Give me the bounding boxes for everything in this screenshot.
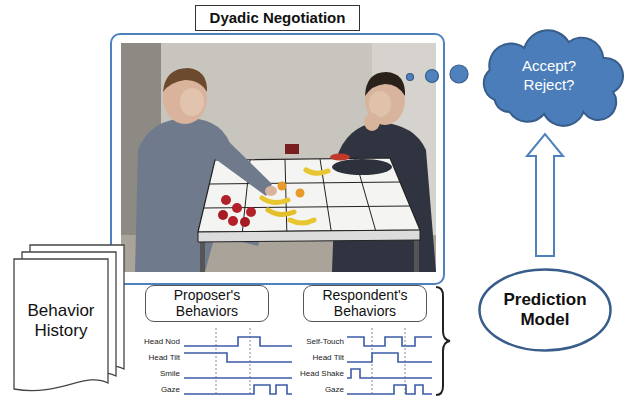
negotiation-photo <box>121 43 436 272</box>
right-person <box>365 72 405 96</box>
fruits <box>228 216 238 226</box>
box-text: Respondent's Behaviors <box>310 288 420 319</box>
timing-charts <box>347 385 432 394</box>
timing-charts <box>184 353 292 362</box>
table <box>198 230 420 242</box>
timing-charts <box>184 328 432 396</box>
document-page <box>14 259 108 391</box>
fruits <box>218 144 350 227</box>
panel-title: Dyadic Negotiation <box>195 5 361 31</box>
thought-bubbles <box>407 65 469 83</box>
photo-frame: Dyadic Negotiation <box>110 33 445 285</box>
thought-bubbles <box>450 65 468 83</box>
label-box: Proposer's Behaviors <box>145 285 269 322</box>
timing-charts <box>347 337 432 346</box>
row-label: Self-Touch <box>296 337 344 347</box>
fruits <box>306 170 328 173</box>
timing-charts <box>184 377 292 379</box>
row-label: Head Tilt <box>148 353 180 362</box>
document-shape <box>14 245 126 395</box>
negotiation-photo <box>121 43 436 272</box>
arms <box>214 135 272 196</box>
table <box>198 158 420 272</box>
table <box>414 240 419 272</box>
prediction-ellipse: Prediction Model <box>478 268 612 352</box>
arms <box>214 135 392 196</box>
fruits <box>330 154 350 161</box>
timing-charts <box>347 353 432 362</box>
row-label: Head Shake <box>300 369 344 378</box>
timing-charts <box>184 337 292 346</box>
fruits <box>240 217 250 227</box>
thought-bubbles <box>407 74 414 81</box>
fruits <box>262 198 288 203</box>
left-person <box>163 68 207 92</box>
label-box: Respondent's Behaviors <box>303 285 427 322</box>
table <box>200 242 205 272</box>
row-label: Smile <box>160 369 180 378</box>
thought-cloud: Accept? Reject? <box>470 30 628 122</box>
row-label: Head Nod <box>132 337 180 347</box>
row-label: Head Tilt <box>132 353 180 363</box>
arms <box>332 159 392 175</box>
fruits <box>290 220 314 223</box>
row-label: Gaze <box>296 385 344 395</box>
fruits <box>285 144 299 154</box>
row-label: Head Nod <box>144 337 180 346</box>
timing-charts <box>184 337 432 394</box>
cloud-text: Accept? Reject? <box>513 57 585 95</box>
box-text: Proposer's Behaviors <box>152 288 262 319</box>
left-person <box>180 88 204 116</box>
fruits <box>268 210 294 215</box>
fruits <box>296 189 305 198</box>
fruits <box>278 182 287 191</box>
row-label: Smile <box>132 369 180 379</box>
table <box>285 159 287 231</box>
ellipse-text: Prediction Model <box>495 290 595 329</box>
document-text: Behavior History <box>21 301 101 342</box>
timing-charts <box>184 385 292 394</box>
right-person <box>364 113 380 131</box>
table <box>209 182 400 184</box>
fruits <box>246 207 256 217</box>
right-person <box>332 72 436 272</box>
timing-charts <box>216 328 217 396</box>
arms <box>265 186 277 196</box>
row-label: Gaze <box>132 385 180 395</box>
row-label: Self-Touch <box>306 337 344 346</box>
row-label: Gaze <box>161 385 180 394</box>
document-stack: Behavior History <box>14 245 126 395</box>
curly-brace <box>436 287 450 395</box>
ellipse-shape <box>480 270 611 351</box>
cloud-shape <box>484 30 623 126</box>
row-label: Head Tilt <box>296 353 344 363</box>
fruits <box>232 203 242 213</box>
block-arrow <box>527 134 563 256</box>
fruits <box>221 195 231 205</box>
fruits <box>218 210 228 220</box>
row-label: Head Tilt <box>312 353 344 362</box>
timing-charts <box>347 369 432 378</box>
thought-bubbles <box>426 70 439 83</box>
row-label: Head Shake <box>296 369 344 379</box>
row-label: Gaze <box>325 385 344 394</box>
